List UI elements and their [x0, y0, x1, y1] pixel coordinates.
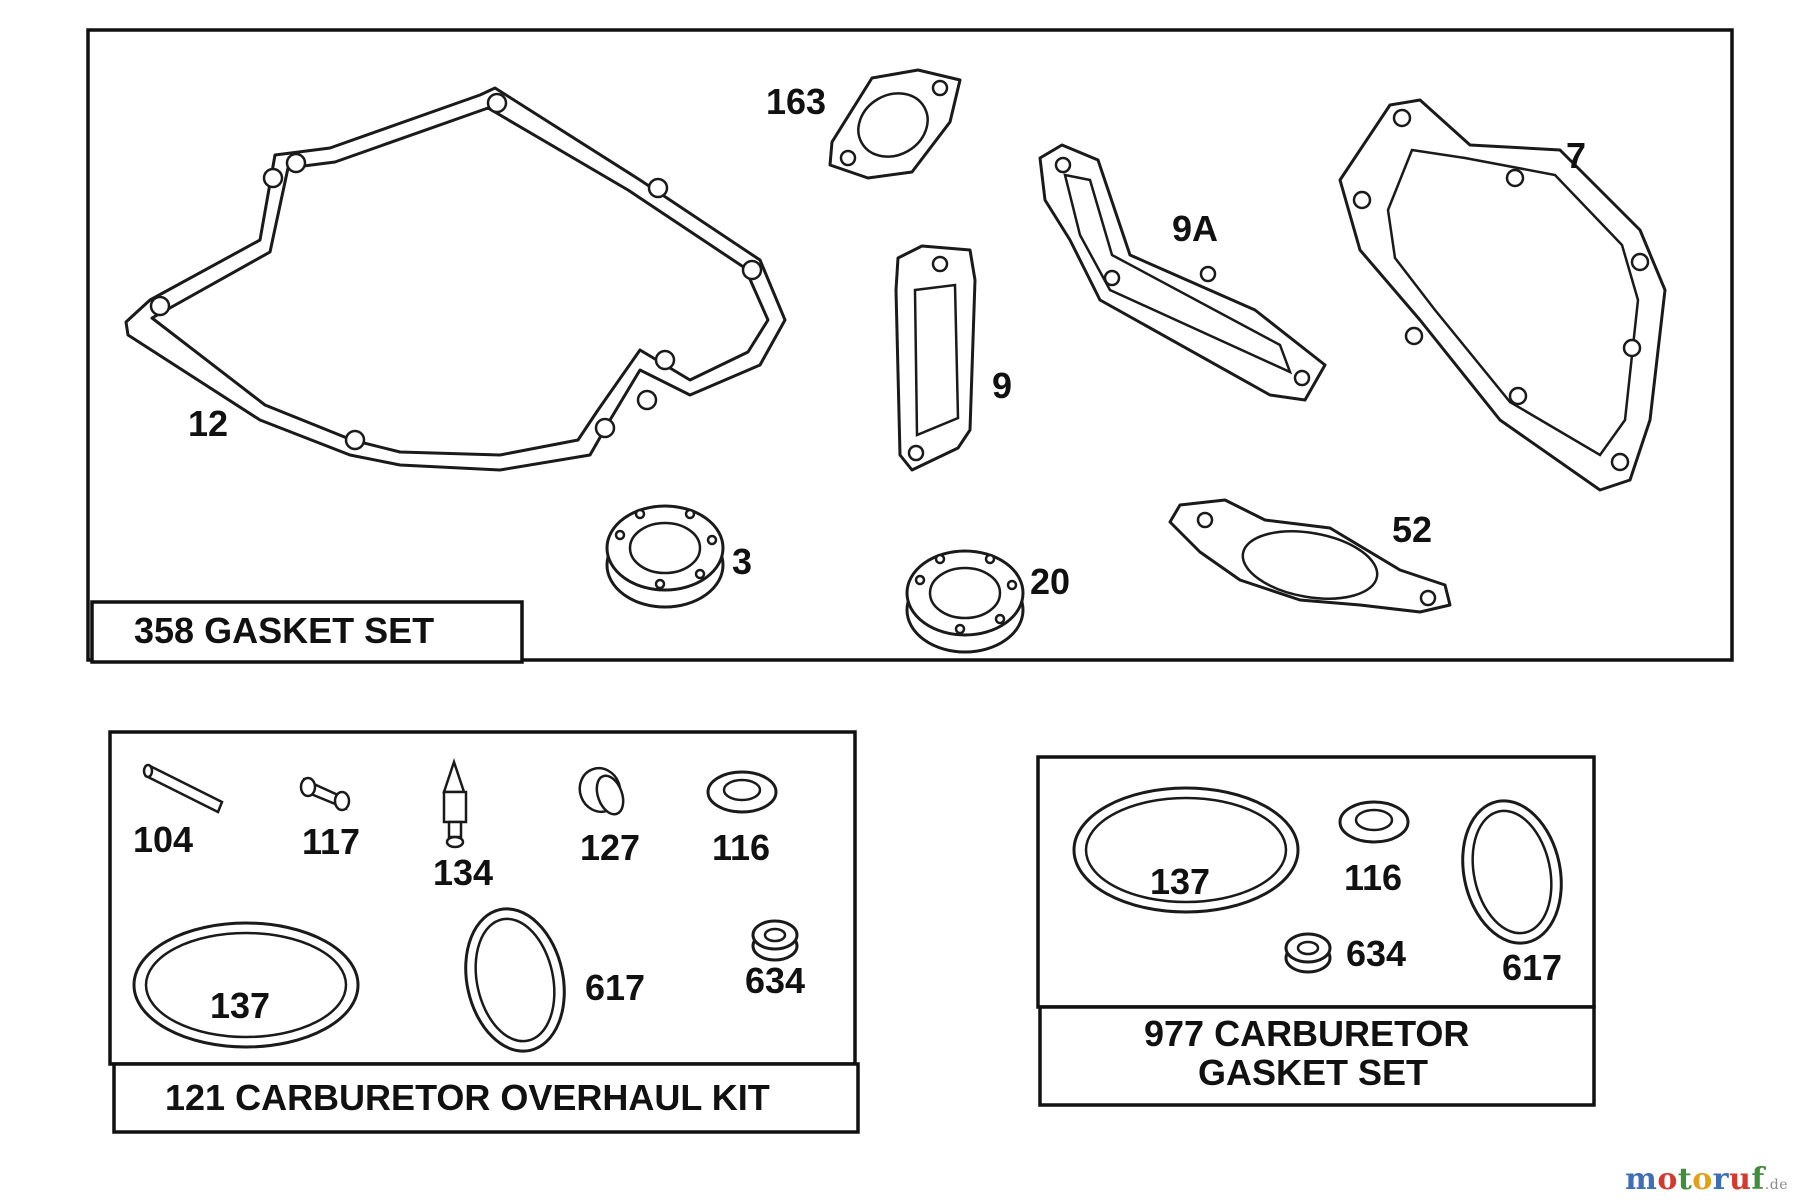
gasket-set-frame: [86, 28, 1734, 662]
part-label-9: 9: [992, 365, 1012, 406]
watermark-letter: o: [1692, 1162, 1713, 1197]
part-7-head-gasket: [1338, 98, 1667, 492]
part-label-3: 3: [732, 541, 752, 582]
part-116-washer: [706, 770, 778, 814]
part-label-137-set: 137: [1150, 861, 1210, 902]
part-12-crankcase-gasket: [124, 86, 787, 472]
part-label-9a: 9A: [1172, 208, 1218, 249]
part-104-pin: [142, 763, 224, 814]
part-label-52: 52: [1392, 509, 1432, 550]
part-116-washer-2: [1338, 800, 1410, 844]
gasket-set-title: 358 GASKET SET: [134, 610, 434, 651]
part-label-117-kit: 117: [302, 821, 360, 862]
part-127-plug: [578, 766, 625, 816]
part-617-ring-2: [1461, 799, 1563, 945]
carburetor-gasket-set-title-box: [1038, 1005, 1596, 1107]
carburetor-gasket-set-title-line2: GASKET SET: [1198, 1052, 1428, 1093]
watermark-letter: u: [1729, 1162, 1752, 1197]
part-137-ring: [132, 921, 360, 1049]
watermark-letter: t: [1677, 1162, 1693, 1197]
part-9a-gasket: [1038, 143, 1327, 402]
watermark-letter: m: [1625, 1162, 1658, 1197]
watermark-suffix: .de: [1764, 1177, 1788, 1193]
part-163-gasket: [828, 68, 962, 180]
gasket-set-panel: 358 GASKET SET 12 163: [86, 28, 1734, 664]
part-20-oil-seal: [905, 549, 1025, 654]
part-label-137-kit: 137: [210, 985, 270, 1026]
part-117-sleeve: [299, 776, 351, 812]
part-label-617-set: 617: [1502, 947, 1562, 988]
overhaul-kit-title-box: [112, 1062, 860, 1134]
watermark-letter: r: [1712, 1162, 1730, 1197]
gasket-set-title-box: [90, 600, 524, 664]
part-617-ring: [464, 907, 566, 1053]
carburetor-overhaul-kit-panel: 121 CARBURETOR OVERHAUL KIT 104 117 134 …: [108, 730, 860, 1134]
part-label-634-set: 634: [1346, 933, 1406, 974]
part-137-ring-2: [1072, 786, 1300, 914]
part-label-20: 20: [1030, 561, 1070, 602]
part-label-104-kit: 104: [133, 819, 193, 860]
part-52-gasket: [1168, 498, 1452, 614]
part-9-gasket: [894, 244, 977, 472]
part-label-12: 12: [188, 403, 228, 444]
part-3-oil-seal: [605, 504, 725, 609]
watermark-letter: f: [1751, 1162, 1765, 1197]
part-label-134-kit: 134: [433, 852, 493, 893]
part-label-127-kit: 127: [580, 827, 640, 868]
watermark-logo: motoruf.de: [1625, 1162, 1788, 1197]
part-634-washer-2: [1284, 932, 1332, 974]
carburetor-gasket-set-panel: 977 CARBURETOR GASKET SET 137 116 634 61…: [1036, 755, 1596, 1107]
part-label-116-set: 116: [1344, 857, 1402, 898]
part-label-7: 7: [1566, 135, 1586, 176]
watermark-letter: o: [1657, 1162, 1678, 1197]
overhaul-kit-title: 121 CARBURETOR OVERHAUL KIT: [165, 1077, 770, 1118]
part-label-116-kit: 116: [712, 827, 770, 868]
part-label-617-kit: 617: [585, 967, 645, 1008]
part-label-163: 163: [766, 81, 826, 122]
part-label-634-kit: 634: [745, 960, 805, 1001]
carburetor-gasket-set-title-line1: 977 CARBURETOR: [1144, 1013, 1469, 1054]
watermark-text: motoruf: [1625, 1162, 1765, 1197]
part-634-washer: [751, 919, 799, 962]
part-134-needle-valve: [442, 758, 468, 849]
